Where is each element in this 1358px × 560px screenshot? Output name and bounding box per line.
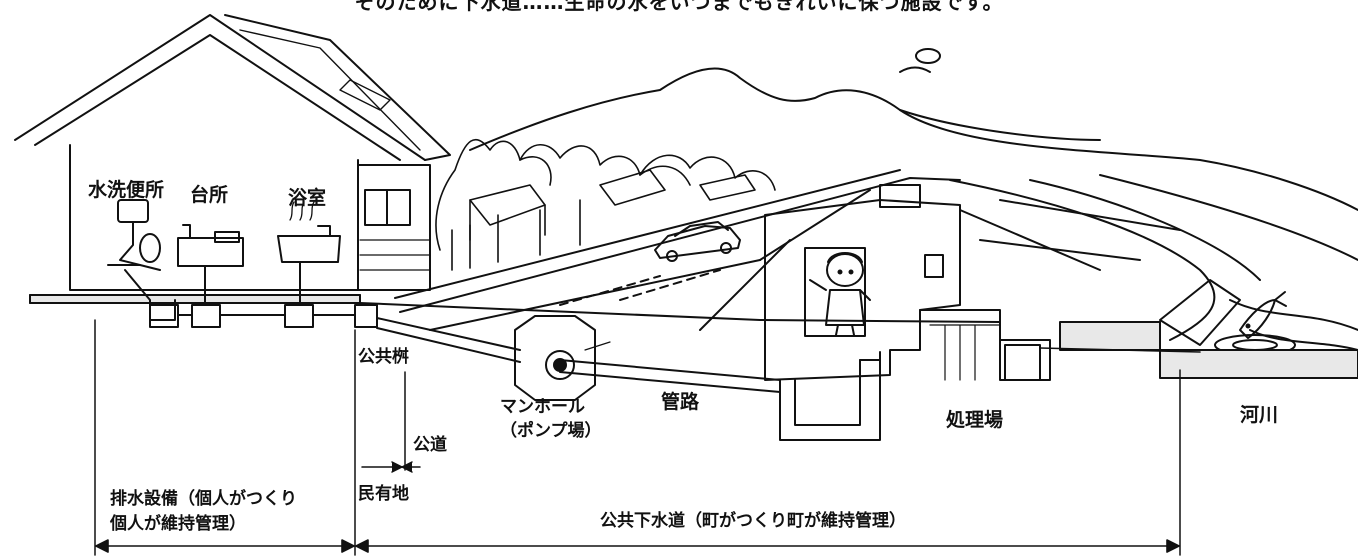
fish-icon [1239,291,1287,339]
treatment-plant-icon [764,184,1201,441]
drainage-equipment-label: 排水設備（個人がつくり [110,489,297,509]
treatment-plant-label: 処理場 [946,409,1004,431]
public-basin-label: 公共桝 [358,347,409,367]
toilet-label: 水洗便所 [88,179,165,201]
bath-label: 浴室 [288,187,327,209]
toilet-icon [107,199,161,271]
house-icon [14,14,451,291]
private-land-arrows [361,461,421,473]
dimension-arrows [95,539,1180,553]
river-label: 河川 [1240,404,1279,426]
road [394,169,961,331]
bathtub-icon [277,201,341,263]
public-road-label: 公道 [413,435,447,455]
trees-icon [435,138,776,271]
pump-station-label: （ポンプ場） [500,421,602,441]
worker-icon [809,252,871,336]
car-icon [654,221,741,262]
manhole-label: マンホール [500,397,585,417]
private-land-label: 民有地 [358,484,409,504]
diagram-caption: そのために下水道……生命の水をいつまでもきれいに保つ施設です。 [354,0,1004,14]
kitchen-label: 台所 [190,184,229,206]
pipe-label: 管路 [661,391,700,413]
ground-line [29,294,1358,379]
sewer-pipe [376,317,781,393]
public-sewer-label: 公共下水道（町がつくり町が維持管理） [600,511,906,531]
manhole-icon [514,315,611,401]
mountains-icon [469,48,1358,211]
house-drain-pipes [124,261,378,328]
drainage-maintenance-label: 個人が維持管理） [110,514,246,534]
boundary-lines [94,319,1181,556]
sink-icon [177,224,244,267]
